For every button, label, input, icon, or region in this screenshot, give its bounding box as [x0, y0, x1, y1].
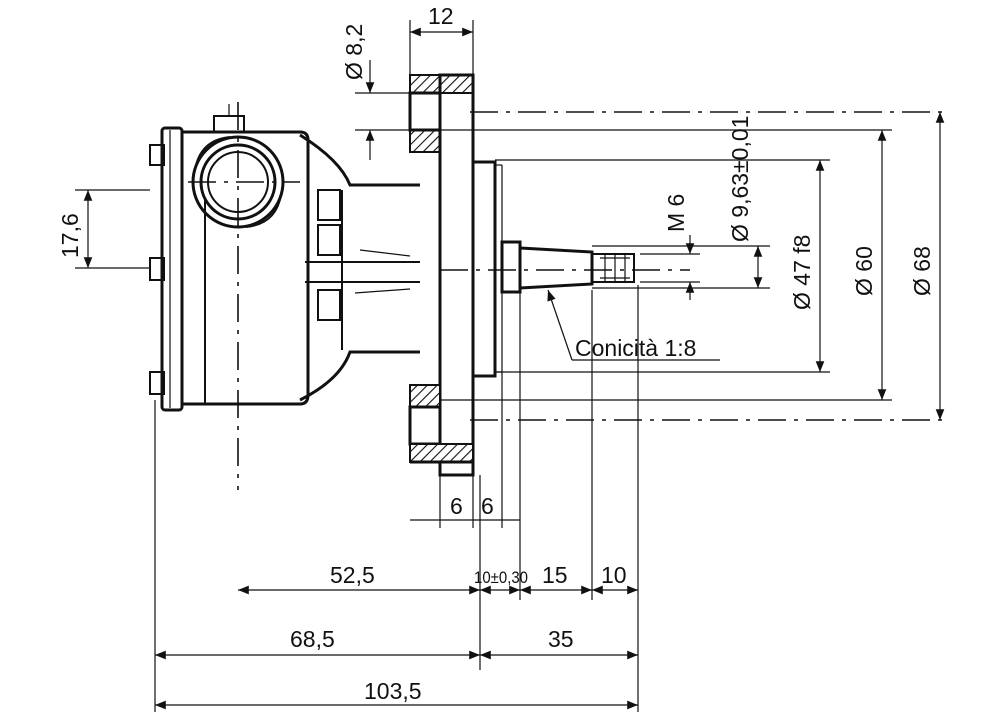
- dim-thread: M 6: [663, 194, 689, 232]
- pump-housing: [149, 104, 420, 412]
- centerlines: [188, 102, 950, 490]
- dim-len-total: 103,5: [364, 678, 422, 704]
- dimension-labels: 12 Ø 8,2 17,6 M 6 Ø 9,63±0,01 Ø 47 f8 Ø …: [57, 3, 935, 704]
- dim-len-10-tol: 10±0,30: [474, 568, 528, 587]
- dim-bolt-circle: Ø 60: [851, 246, 877, 296]
- dim-len-68-5: 68,5: [290, 626, 335, 652]
- dim-spigot-b: 6: [481, 493, 494, 519]
- dim-taper-note: Conicità 1:8: [575, 335, 696, 361]
- dim-len-35: 35: [548, 626, 574, 652]
- dim-len-15: 15: [542, 562, 568, 588]
- dim-height-offset: 17,6: [57, 213, 83, 258]
- dim-len-10: 10: [601, 562, 627, 588]
- dim-bolt-hole: Ø 8,2: [341, 24, 367, 80]
- dim-spigot: Ø 47 f8: [789, 235, 815, 310]
- dim-flange-thickness: 12: [428, 3, 454, 29]
- shaft: [500, 240, 635, 294]
- mounting-flange: [408, 73, 503, 477]
- dimension-lines: [75, 20, 945, 712]
- dim-flange-diameter: Ø 68: [909, 246, 935, 296]
- dim-spigot-a: 6: [450, 493, 463, 519]
- dim-shaft-diameter: Ø 9,63±0,01: [727, 116, 753, 242]
- dim-len-52-5: 52,5: [330, 562, 375, 588]
